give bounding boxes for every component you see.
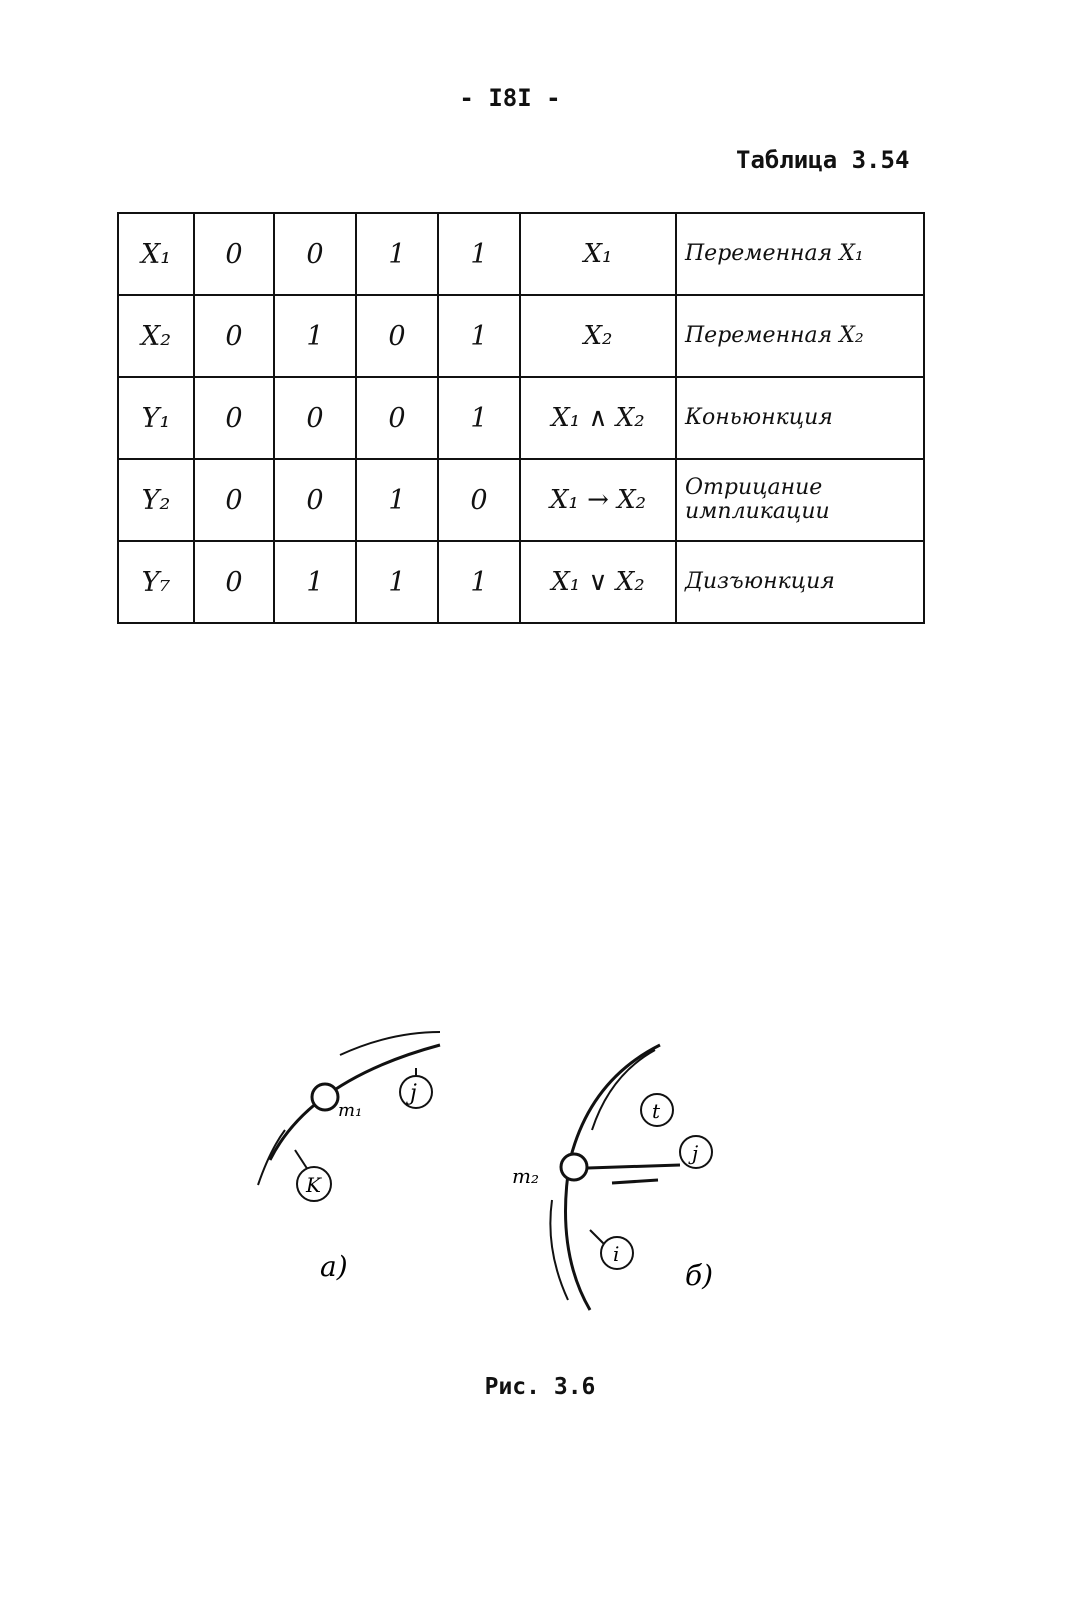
row-expression: X₁ bbox=[519, 212, 677, 296]
arrow-line-b-radial bbox=[611, 1178, 659, 1185]
label-b-i: i bbox=[613, 1242, 619, 1266]
row-expression: X₁ → X₂ bbox=[519, 458, 677, 542]
sublabel-a: a) bbox=[320, 1250, 348, 1283]
truth-value: 1 bbox=[355, 458, 439, 542]
arrow-line-a-left bbox=[257, 1129, 286, 1186]
mass-label-b: m₂ bbox=[512, 1164, 539, 1188]
figure-a bbox=[257, 1031, 441, 1202]
truth-value: 1 bbox=[355, 212, 439, 296]
row-variable: X₂ bbox=[117, 294, 195, 378]
mass-circle-b bbox=[559, 1152, 589, 1182]
truth-table: X₁ 0 0 1 1 X₁ Переменная X₁ X₂ 0 1 0 1 X… bbox=[117, 212, 925, 624]
label-circle-b-t bbox=[640, 1093, 674, 1127]
row-variable: Y₇ bbox=[117, 540, 195, 624]
radial-line-b bbox=[587, 1163, 681, 1170]
row-description: Дизъюнкция bbox=[675, 540, 925, 624]
truth-value: 0 bbox=[193, 376, 275, 460]
sublabel-b: б) bbox=[685, 1259, 713, 1292]
truth-value: 1 bbox=[273, 294, 357, 378]
truth-value: 1 bbox=[437, 212, 521, 296]
table-row: Y₇ 0 1 1 1 X₁ ∨ X₂ Дизъюнкция bbox=[117, 540, 925, 624]
truth-value: 0 bbox=[193, 540, 275, 624]
connector-a-k bbox=[294, 1149, 309, 1171]
truth-value: 0 bbox=[355, 376, 439, 460]
label-circle-b-i bbox=[600, 1236, 634, 1270]
label-circle-b-j bbox=[679, 1135, 713, 1169]
table-row: X₁ 0 0 1 1 X₁ Переменная X₁ bbox=[117, 212, 925, 296]
row-variable: X₁ bbox=[117, 212, 195, 296]
label-a-k: K bbox=[305, 1173, 322, 1197]
arrow-line-b-top bbox=[591, 1049, 656, 1131]
row-description: Переменная X₁ bbox=[675, 212, 925, 296]
arrow-line-b-bottom bbox=[549, 1199, 569, 1301]
truth-value: 1 bbox=[355, 540, 439, 624]
truth-value: 1 bbox=[437, 294, 521, 378]
table-row: Y₁ 0 0 0 1 X₁ ∧ X₂ Коньюнкция bbox=[117, 376, 925, 460]
mass-circle-a bbox=[310, 1082, 340, 1112]
page-number: - I8I - bbox=[459, 84, 561, 112]
row-variable: Y₁ bbox=[117, 376, 195, 460]
figure-b bbox=[549, 1043, 713, 1311]
arrow-line-a-top bbox=[339, 1031, 441, 1056]
mass-label-a: m₁ bbox=[338, 1100, 362, 1121]
truth-value: 0 bbox=[273, 376, 357, 460]
truth-value: 0 bbox=[193, 212, 275, 296]
table-row: Y₂ 0 0 1 0 X₁ → X₂ Отрицание импликации bbox=[117, 458, 925, 542]
label-b-j: j bbox=[688, 1141, 698, 1165]
truth-value: 0 bbox=[273, 212, 357, 296]
label-b-t: t bbox=[652, 1099, 661, 1123]
table-row: X₂ 0 1 0 1 X₂ Переменная X₂ bbox=[117, 294, 925, 378]
figure-caption: Рис. 3.6 bbox=[484, 1374, 596, 1400]
label-circle-a-j bbox=[399, 1075, 433, 1109]
truth-value: 0 bbox=[273, 458, 357, 542]
truth-value: 1 bbox=[437, 376, 521, 460]
truth-value: 1 bbox=[437, 540, 521, 624]
table-caption: Таблица 3.54 bbox=[736, 146, 910, 174]
truth-value: 0 bbox=[193, 458, 275, 542]
row-description: Переменная X₂ bbox=[675, 294, 925, 378]
truth-value: 0 bbox=[437, 458, 521, 542]
truth-value: 0 bbox=[355, 294, 439, 378]
truth-value: 1 bbox=[273, 540, 357, 624]
row-expression: X₂ bbox=[519, 294, 677, 378]
label-circle-a-k bbox=[296, 1166, 332, 1202]
row-description: Коньюнкция bbox=[675, 376, 925, 460]
figure-3-6: m₁ j K a) m₂ t j i б) bbox=[257, 1031, 713, 1311]
row-expression: X₁ ∧ X₂ bbox=[519, 376, 677, 460]
connector-b-i bbox=[589, 1229, 606, 1246]
row-variable: Y₂ bbox=[117, 458, 195, 542]
row-expression: X₁ ∨ X₂ bbox=[519, 540, 677, 624]
truth-value: 0 bbox=[193, 294, 275, 378]
row-description: Отрицание импликации bbox=[675, 458, 925, 542]
